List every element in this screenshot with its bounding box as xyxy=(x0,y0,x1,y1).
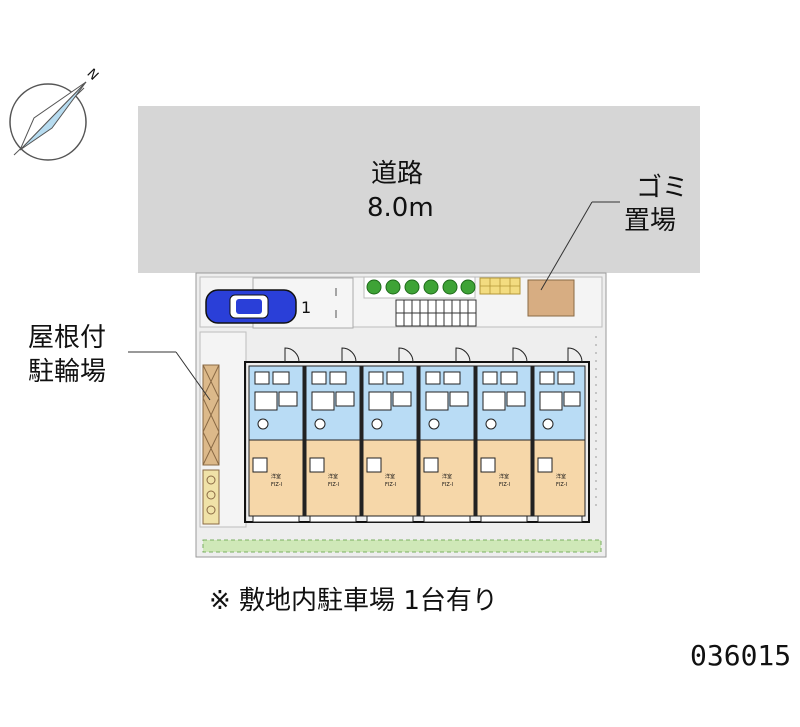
bicycle-label-line1: 屋根付 xyxy=(28,323,106,353)
bicycle-shelter xyxy=(202,364,220,525)
room-code: FIZ-I xyxy=(271,482,282,488)
lawn-strip xyxy=(202,539,602,553)
unit-3: 洋室 FIZ-I xyxy=(362,347,421,523)
property-code: 036015 xyxy=(690,639,791,672)
room-label: 洋室 xyxy=(271,473,281,480)
unit-2: 洋室 FIZ-I xyxy=(305,347,364,523)
road-width: 8.0m xyxy=(367,193,434,223)
room-label: 洋室 xyxy=(499,473,509,480)
garbage-area xyxy=(527,279,575,317)
apartment-building: 洋室 FIZ-I 洋室 FIZ-I xyxy=(244,347,590,523)
unit-5: 洋室 FIZ-I xyxy=(476,347,535,523)
compass-icon: N xyxy=(9,66,101,161)
road xyxy=(138,106,700,273)
room-label: 洋室 xyxy=(328,473,338,480)
room-code: FIZ-I xyxy=(328,482,339,488)
room-code: FIZ-I xyxy=(556,482,567,488)
garbage-label-line1: ゴミ xyxy=(636,173,688,203)
staircase xyxy=(395,299,477,327)
north-label: N xyxy=(84,66,101,83)
parking-note: ※ 敷地内駐車場 1台有り xyxy=(209,586,498,616)
parking-space-number: 1 xyxy=(301,298,311,317)
room-code: FIZ-I xyxy=(499,482,510,488)
parking-space: 1 xyxy=(205,277,354,329)
room-code: FIZ-I xyxy=(385,482,396,488)
room-label: 洋室 xyxy=(385,473,395,480)
hedge xyxy=(363,276,476,299)
paving-tiles xyxy=(479,277,521,295)
unit-6: 洋室 FIZ-I xyxy=(533,347,586,523)
car-icon xyxy=(205,289,297,324)
road-name: 道路 xyxy=(371,159,423,189)
bicycle-label-line2: 駐輪場 xyxy=(28,357,106,387)
garbage-label-line2: 置場 xyxy=(624,206,676,236)
garbage-leader-line xyxy=(540,201,593,291)
unit-4: 洋室 FIZ-I xyxy=(419,347,478,523)
room-label: 洋室 xyxy=(556,473,566,480)
room-label: 洋室 xyxy=(442,473,452,480)
unit-1: 洋室 FIZ-I xyxy=(248,347,307,523)
room-code: FIZ-I xyxy=(442,482,453,488)
